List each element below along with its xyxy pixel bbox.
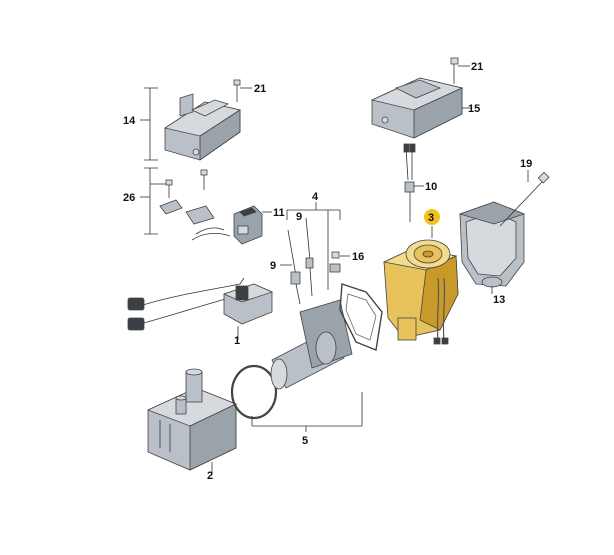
label-26: 26 (123, 192, 135, 204)
part-13-blower-cover[interactable] (458, 201, 526, 288)
part-gasket[interactable] (339, 283, 383, 351)
part-19-bolt[interactable] (499, 171, 550, 227)
part-3-blower-highlighted[interactable] (382, 239, 459, 345)
part-15-cover[interactable] (370, 77, 464, 139)
part-16-screw[interactable] (329, 251, 341, 273)
part-21-screw-b[interactable] (450, 57, 459, 84)
label-5: 5 (302, 435, 308, 447)
label-11: 11 (273, 207, 285, 219)
label-1: 1 (234, 335, 240, 347)
part-1-heater-element[interactable] (127, 277, 274, 331)
label-21-right: 21 (471, 61, 483, 73)
part-11-connector[interactable] (233, 205, 263, 245)
label-19: 19 (520, 158, 532, 170)
part-o-ring[interactable] (230, 364, 278, 420)
label-4: 4 (312, 191, 319, 203)
label-9-left: 9 (270, 260, 276, 272)
label-10: 10 (425, 181, 437, 193)
label-15: 15 (468, 103, 480, 115)
label-2: 2 (207, 470, 213, 482)
label-13: 13 (493, 294, 505, 306)
label-16: 16 (352, 251, 364, 263)
label-3: 3 (428, 212, 434, 224)
part-9-sensor[interactable] (287, 229, 301, 305)
part-14-cover[interactable] (163, 93, 242, 161)
part-10-sensor[interactable] (403, 143, 416, 222)
highlight-badge (424, 209, 440, 225)
label-14: 14 (123, 115, 136, 127)
part-combustion-tube[interactable] (270, 299, 353, 390)
label-21-left: 21 (254, 83, 266, 95)
part-26-bracket[interactable] (159, 169, 231, 241)
part-21-screw-a[interactable] (233, 79, 241, 102)
part-2-heater-housing[interactable] (146, 368, 237, 471)
label-9-upper: 9 (296, 211, 302, 223)
